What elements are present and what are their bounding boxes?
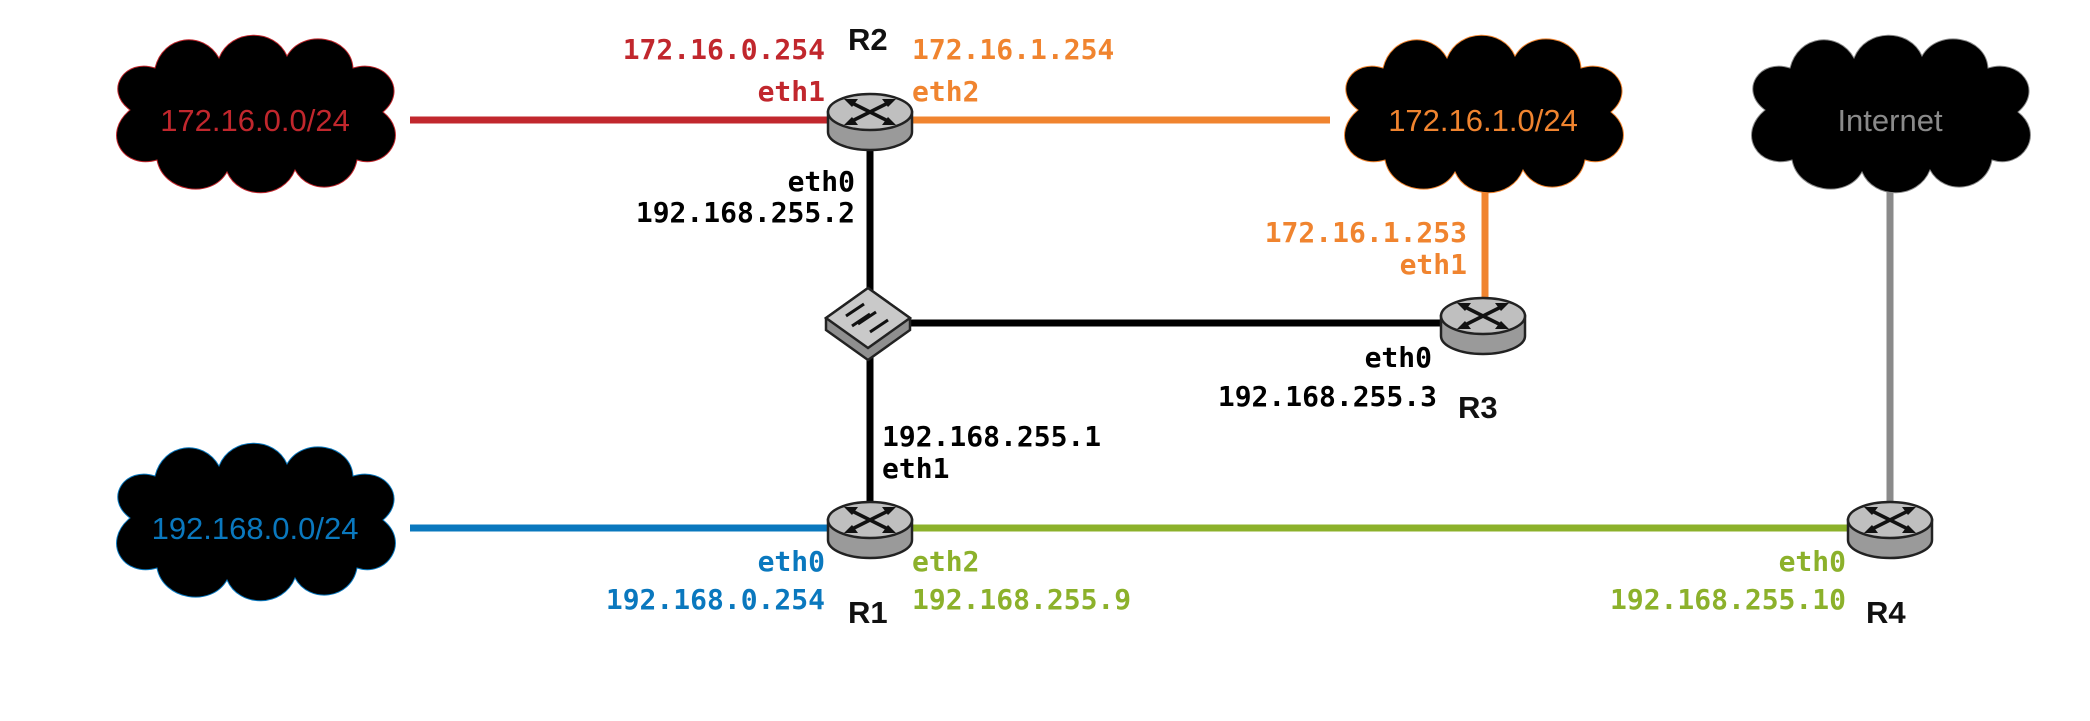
cloud-network-orange: 172.16.1.0/24: [1344, 34, 1624, 194]
r2-eth2-ip-label: 172.16.1.254: [912, 33, 1114, 66]
r1-eth0-ip-label: 192.168.0.254: [606, 583, 825, 616]
cloud-internet: Internet: [1751, 34, 2031, 194]
cloud-network-blue: 192.168.0.0/24: [116, 442, 396, 602]
r2-eth2-label: eth2: [912, 75, 979, 108]
r1-eth0-label: eth0: [758, 545, 825, 578]
r3-eth1-label: eth1: [1400, 248, 1467, 281]
r2-eth0-ip-label: 192.168.255.2: [636, 196, 855, 229]
router-r3-icon: [1439, 296, 1527, 356]
r3-eth1-ip-label: 172.16.1.253: [1265, 216, 1467, 249]
r2-eth1-label: eth1: [758, 75, 825, 108]
router-r1-name: R1: [848, 595, 888, 630]
cloud-network-red: 172.16.0.0/24: [116, 34, 396, 194]
cloud-label-red: 172.16.0.0/24: [160, 103, 350, 138]
r1-eth2-ip-label: 192.168.255.9: [912, 583, 1131, 616]
r3-eth0-ip-label: 192.168.255.3: [1218, 380, 1437, 413]
router-r2-name: R2: [848, 22, 888, 57]
router-r4-icon: [1846, 500, 1934, 560]
cloud-label-orange: 172.16.1.0/24: [1388, 103, 1578, 138]
r2-eth1-ip-label: 172.16.0.254: [623, 33, 825, 66]
r4-eth0-ip-label: 192.168.255.10: [1610, 583, 1846, 616]
r1-eth2-label: eth2: [912, 545, 979, 578]
cloud-label-blue: 192.168.0.0/24: [152, 511, 359, 546]
router-r2-icon: [826, 92, 914, 152]
r2-eth0-label: eth0: [788, 165, 855, 198]
r1-eth1-label: eth1: [882, 452, 949, 485]
router-r3-name: R3: [1458, 390, 1498, 425]
r4-eth0-label: eth0: [1779, 545, 1846, 578]
links: [410, 116, 1894, 532]
r3-eth0-label: eth0: [1365, 341, 1432, 374]
cloud-label-internet: Internet: [1837, 103, 1943, 138]
switch-icon: [823, 286, 913, 362]
router-r4-name: R4: [1866, 595, 1906, 630]
r1-eth1-ip-label: 192.168.255.1: [882, 420, 1101, 453]
router-r1-icon: [826, 500, 914, 560]
